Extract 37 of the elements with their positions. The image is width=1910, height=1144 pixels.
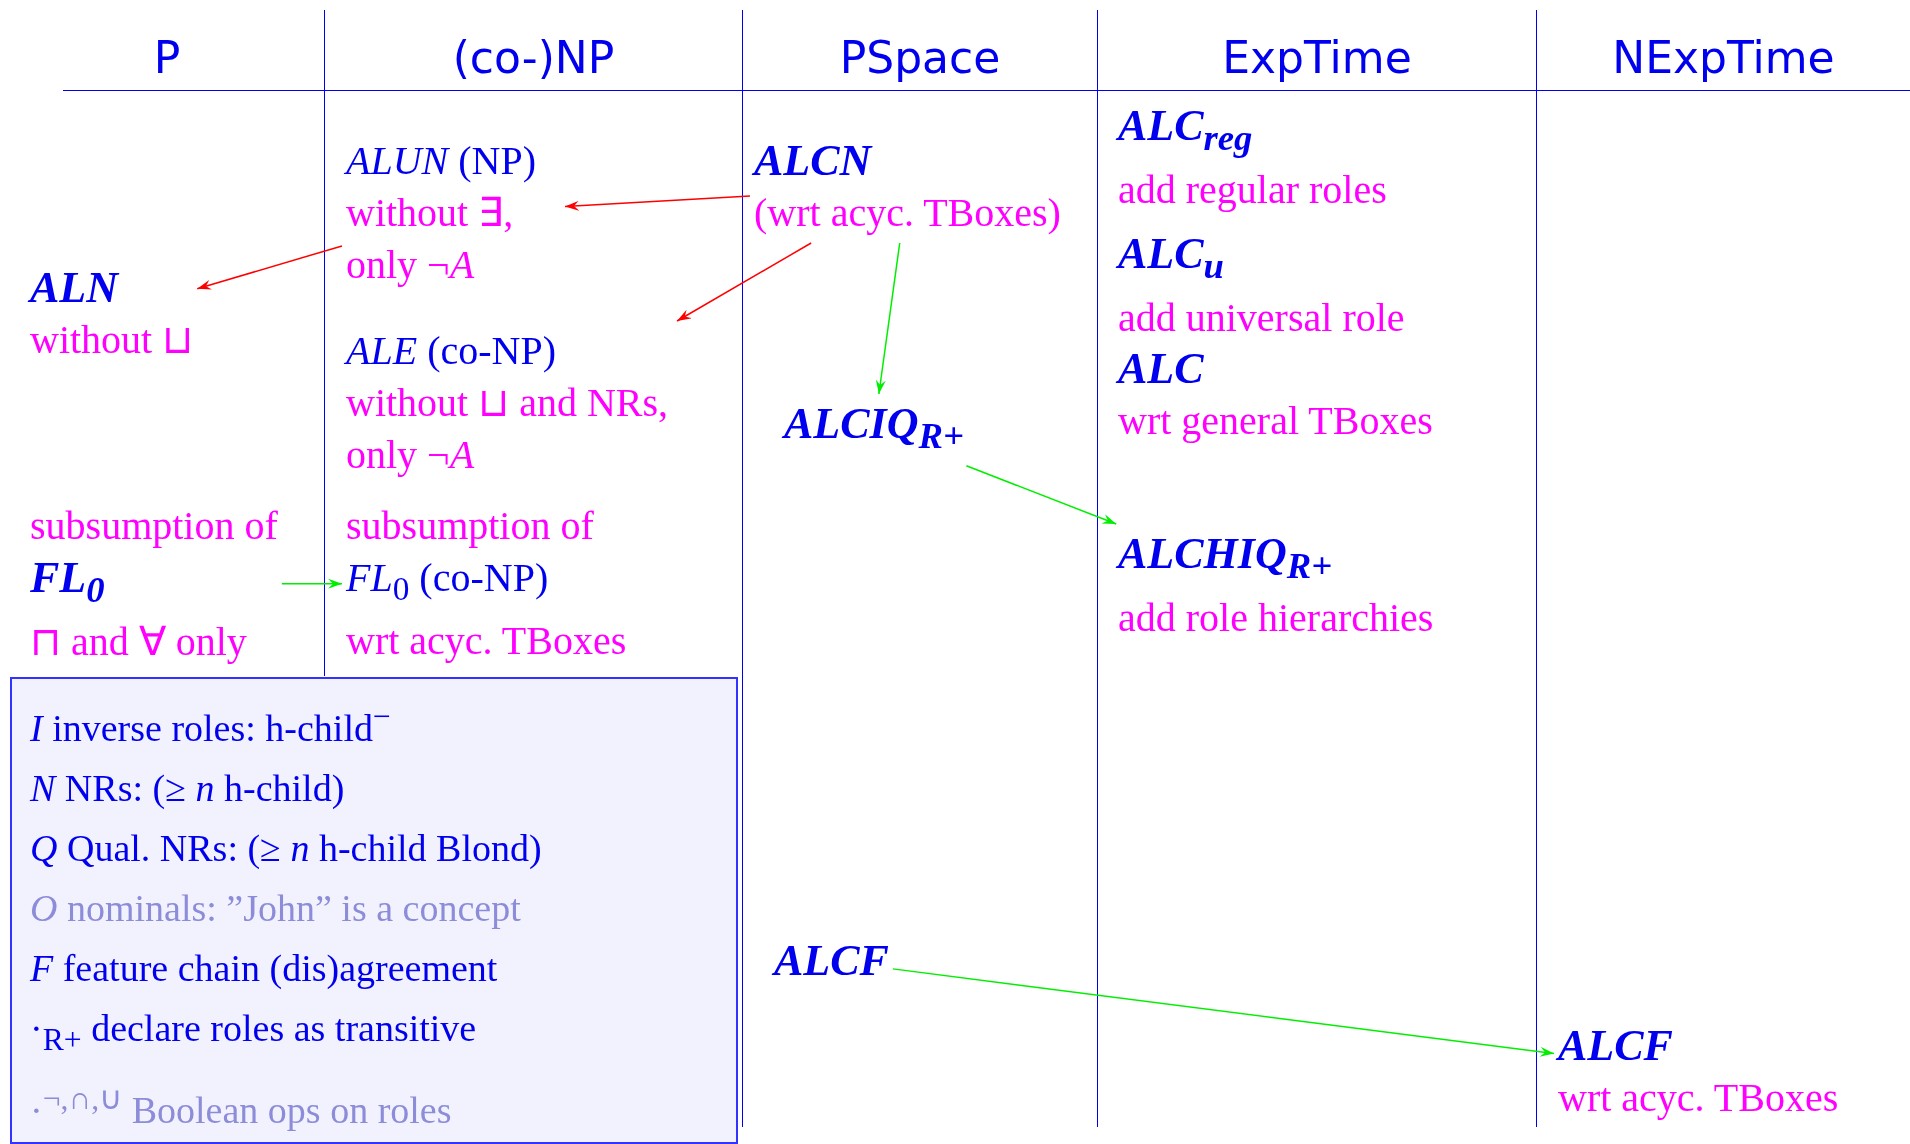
legend-entry: I inverse roles: h-child$^{−}$ [30, 698, 392, 751]
legend-entry: F feature chain (dis)agreement [30, 945, 499, 991]
legend-panel [10, 677, 738, 1144]
description-text: ⊓ and ∀ only [30, 617, 248, 666]
legend-entry: N NRs: (≥ n h-child) [30, 765, 346, 811]
legend-entry: Q Qual. NRs: (≥ n h-child Blond) [30, 825, 543, 871]
description-text: ALE (co-NP) [346, 327, 557, 375]
description-text: subsumption of [30, 502, 278, 550]
column-header: P [153, 32, 181, 83]
description-text: ALUN (NP) [346, 137, 538, 185]
description-text: add universal role [1118, 293, 1405, 342]
legend-entry: O nominals: ”John” is a concept [30, 885, 522, 931]
legend-entry: ·$_{R+}$ declare roles as transitive [30, 1005, 478, 1059]
column-header: NExpTime [1612, 32, 1835, 83]
column-header: ExpTime [1222, 32, 1412, 83]
column-header: (co-)NP [452, 32, 615, 83]
legend-entry: ·$^{¬,∩,∪}$ Boolean ops on roles [30, 1080, 453, 1133]
description-text: wrt acyc. TBoxes [1558, 1074, 1839, 1122]
description-text: (wrt acyc. TBoxes) [754, 189, 1061, 237]
description-text: wrt acyc. TBoxes [346, 617, 627, 665]
description-text: without ∃, only ¬A [346, 189, 515, 289]
description-text: without ⊔ [30, 316, 194, 364]
description-text: wrt general TBoxes [1118, 397, 1433, 445]
description-text: FL$_{0}$ (co-NP) [346, 554, 550, 609]
arrow [965, 465, 1117, 525]
logic-name: FL$_{0}$ [30, 552, 106, 612]
column-header: PSpace [839, 32, 1001, 83]
description-text: add regular roles [1118, 165, 1387, 214]
description-text: subsumption of [346, 502, 595, 550]
arrow [196, 245, 343, 290]
arrow [892, 968, 1555, 1057]
arrow [875, 242, 901, 395]
description-text: without ⊔ and NRs, only ¬A [346, 379, 670, 479]
arrow [281, 578, 343, 589]
arrow [676, 242, 812, 322]
description-text: add role hierarchies [1118, 593, 1434, 642]
arrow [564, 195, 751, 211]
